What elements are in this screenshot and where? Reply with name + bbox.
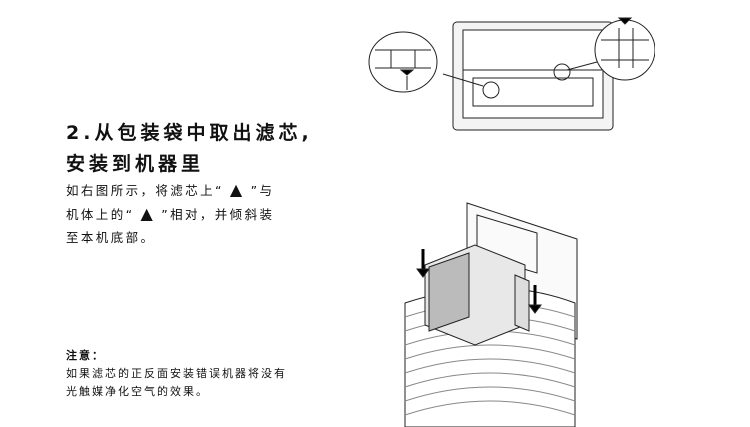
step-title-line1: 2.从包装袋中取出滤芯, xyxy=(66,122,313,144)
note-title: 注意： xyxy=(66,349,105,362)
instr-text: ”相对，并倾斜装 xyxy=(161,207,275,222)
instructions: 如右图所示，将滤芯上“ ▲ ”与 机体上的“ ▲ ”相对，并倾斜装 至本机底部。 xyxy=(66,178,274,249)
step-title-line2: 安装到机器里 xyxy=(66,153,205,175)
instr-text: 机体上的“ xyxy=(66,207,135,222)
triangle-mark-icon: ▲ xyxy=(229,180,245,199)
filter-install-diagram xyxy=(404,202,578,427)
triangle-mark-icon: ▲ xyxy=(140,204,156,223)
note-line: 光触媒净化空气的效果。 xyxy=(66,385,209,398)
step-title: 2.从包装袋中取出滤芯, 安装到机器里 xyxy=(66,118,313,180)
instr-text: 至本机底部。 xyxy=(66,230,156,245)
filter-slot-diagram xyxy=(368,17,655,131)
instr-text: ”与 xyxy=(250,183,275,198)
instr-text: 如右图所示，将滤芯上“ xyxy=(66,183,224,198)
note-line: 如果滤芯的正反面安装错误机器将没有 xyxy=(66,367,287,380)
note: 注意： 如果滤芯的正反面安装错误机器将没有 光触媒净化空气的效果。 xyxy=(66,347,287,401)
